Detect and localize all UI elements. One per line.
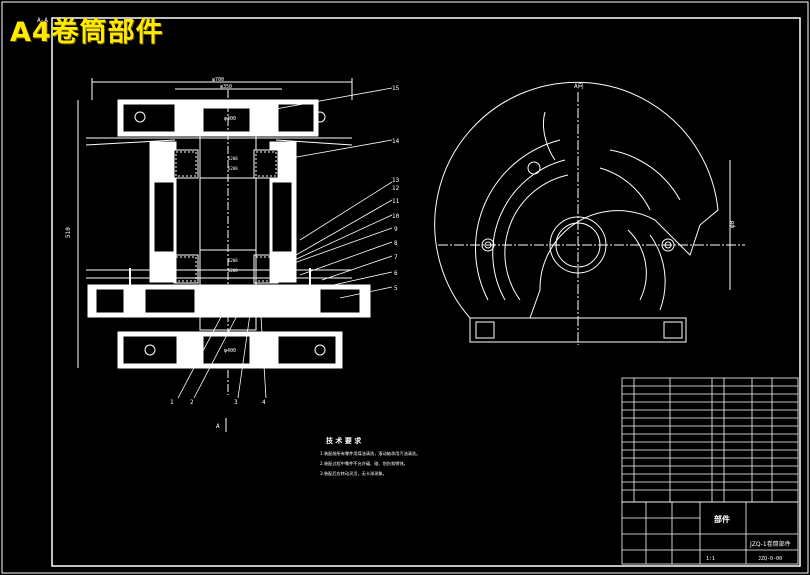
tech-requirement-line-2: 2.装配过程中零件不允许磕、碰、划伤和锈蚀。 bbox=[320, 460, 408, 467]
balloon-7: 7 bbox=[394, 254, 398, 261]
balloon-3: 3 bbox=[234, 399, 238, 406]
bom-table bbox=[621, 377, 799, 503]
title-block-drawing-title: JZQ-1卷筒部件 bbox=[749, 540, 791, 548]
balloon-1: 1 bbox=[170, 399, 174, 406]
balloon-5: 5 bbox=[394, 285, 398, 292]
svg-text:φ350: φ350 bbox=[220, 84, 232, 90]
section-view: φ700 φ350 φ400 bbox=[65, 77, 371, 395]
svg-text:φ700: φ700 bbox=[212, 77, 224, 83]
balloon-10: 10 bbox=[392, 213, 400, 220]
tech-requirement-line-1: 1.装配前所有零件用煤油清洗，滚动轴承用汽油清洗。 bbox=[320, 450, 420, 457]
title-block bbox=[621, 501, 799, 565]
overlay-title: A4卷筒部件 bbox=[10, 17, 164, 48]
view-label-bottom: A bbox=[216, 423, 220, 430]
svg-text:510: 510 bbox=[65, 227, 72, 238]
balloon-labels: 1 2 3 4 5 6 7 8 9 10 11 12 13 14 15 bbox=[170, 85, 400, 406]
svg-text:6208: 6208 bbox=[228, 258, 238, 263]
leader-lines bbox=[177, 87, 393, 399]
balloon-13: 13 bbox=[392, 177, 400, 184]
balloon-11: 11 bbox=[392, 198, 400, 205]
right-view: φ0 bbox=[434, 81, 745, 345]
svg-text:6208: 6208 bbox=[228, 156, 238, 161]
title-block-drawing-no: JZQ-0-00 bbox=[758, 556, 782, 562]
view-label-right: A向 bbox=[574, 82, 584, 90]
balloon-2: 2 bbox=[190, 399, 194, 406]
balloon-9: 9 bbox=[394, 226, 398, 233]
svg-text:φ400: φ400 bbox=[224, 116, 236, 122]
balloon-14: 14 bbox=[392, 138, 400, 145]
balloon-6: 6 bbox=[394, 270, 398, 277]
inner-frame bbox=[51, 17, 801, 567]
balloon-4: 4 bbox=[262, 399, 266, 406]
balloon-8: 8 bbox=[394, 240, 398, 247]
title-block-name: 部件 bbox=[714, 514, 730, 524]
svg-text:φ400: φ400 bbox=[224, 348, 236, 354]
tech-requirements-heading: 技 术 要 求 bbox=[326, 436, 362, 445]
view-label-section: A-A bbox=[37, 17, 48, 24]
tech-requirement-line-3: 3.装配后应转动灵活，无卡滞现象。 bbox=[320, 470, 387, 477]
title-block-scale: 1:1 bbox=[706, 556, 715, 562]
svg-text:6208: 6208 bbox=[228, 268, 238, 273]
balloon-12: 12 bbox=[392, 185, 400, 192]
svg-text:φ0: φ0 bbox=[729, 220, 736, 228]
svg-text:6208: 6208 bbox=[228, 166, 238, 171]
balloon-15: 15 bbox=[392, 85, 400, 92]
